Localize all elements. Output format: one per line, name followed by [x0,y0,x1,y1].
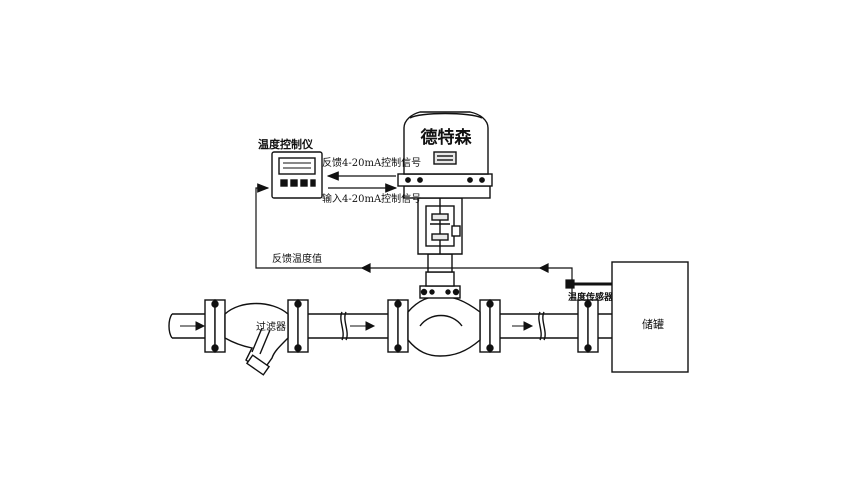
storage-tank [611,261,689,373]
temperature-controller [271,151,323,199]
temperature-sensor [565,279,612,289]
feedback-temperature-line [255,183,573,298]
valve-yoke [417,196,463,273]
filter-label: 过滤器 [256,320,286,333]
flange-2 [287,299,309,353]
flow-arrows [180,321,534,331]
feedback-signal-label: 反馈4-20mA控制信号 [322,156,421,169]
flange-4 [479,299,501,353]
temperature-sensor-label: 温度传感器 [568,291,614,303]
valve-body [407,271,481,357]
flange-3 [387,299,409,353]
flange-5 [577,299,599,353]
actuator-brand-label: 德特森 [421,127,473,148]
feedback-temperature-label: 反馈温度值 [272,252,322,265]
storage-tank-label: 储罐 [642,317,664,331]
electric-actuator [397,111,493,199]
input-signal-label: 输入4-20mA控制信号 [322,192,421,205]
flange-1 [204,299,226,353]
filter-body [224,302,289,376]
controller-title: 温度控制仪 [258,137,314,151]
